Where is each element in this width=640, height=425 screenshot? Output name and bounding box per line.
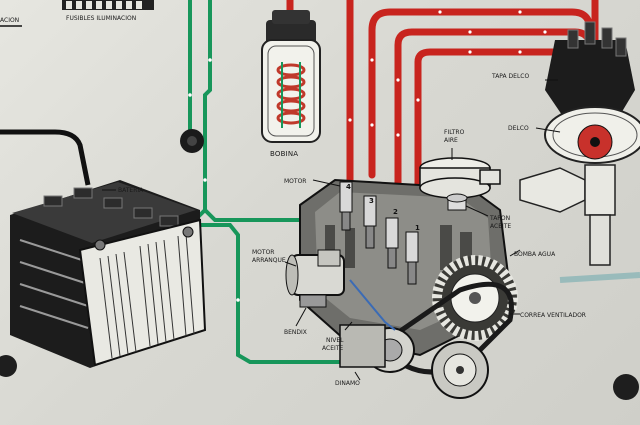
air-filter [419,157,501,199]
cylinder-number-1: 1 [415,224,420,232]
fuse-block [62,0,154,10]
grommet [180,129,204,153]
mounting-screws [0,355,639,400]
crank-pulley [431,341,489,399]
ignition-coil [261,10,321,143]
partial-label: ACION [0,17,19,24]
oil-level-label-line2: ACEITE [322,345,343,352]
motor-label: MOTOR [284,178,306,185]
distributor-cap-label: TAPA DELCO [491,73,529,80]
oil-level-label-line1: NIVEL [326,337,344,344]
cylinder-number-3: 3 [369,197,374,205]
water-pump-label: BOMBA AGUA [514,251,556,258]
dynamo [339,324,415,373]
fuses-label: FUSIBLES ILUMINACION [66,15,136,22]
distributor [519,21,640,266]
battery-cable [0,129,91,186]
battery-label: BATERIA [118,187,144,194]
air-filter-label-line1: FILTRO [444,129,465,136]
oil-cap-label-line1: TAPON [489,215,510,222]
starter-label-line1: MOTOR [252,249,274,256]
oil-dipstick [349,279,396,331]
dynamo-label: DINAMO [335,380,360,387]
distributor-label: DELCO [508,125,529,132]
spark-plugs [339,181,419,285]
fan-belt-label: CORREA VENTILADOR [520,312,586,319]
bendix-label: BENDIX [284,329,307,336]
coil-label: BOBINA [270,150,298,158]
water-pump-fan [432,255,518,341]
starter-motor [285,249,345,308]
battery [10,180,207,368]
cylinder-number-4: 4 [346,183,351,191]
cylinder-number-2: 2 [393,208,398,216]
oil-cap-label-line2: ACEITE [490,223,511,230]
air-filter-label-line2: AIRE [444,137,458,144]
oil-cap [446,193,468,211]
starter-label-line2: ARRANQUE [252,257,286,264]
